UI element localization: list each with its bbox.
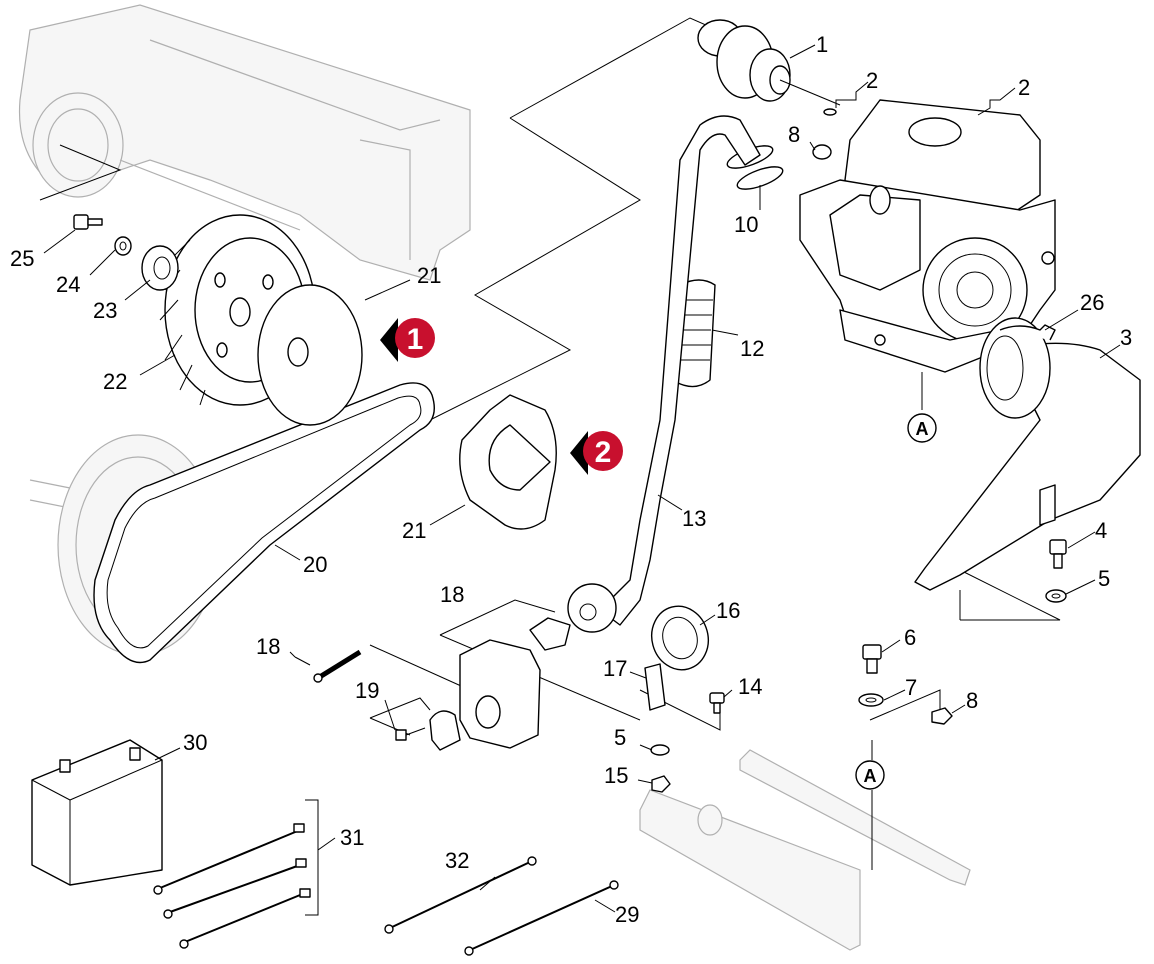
label-3: 3 <box>1120 325 1132 350</box>
label-21-lower: 21 <box>402 518 426 543</box>
marker-1-label: 1 <box>407 323 424 356</box>
ref-a-engine-label: A <box>916 419 929 439</box>
part-6-bolt <box>862 644 882 674</box>
part-21-shim-lower <box>459 394 557 530</box>
label-20: 20 <box>303 552 327 577</box>
marker-arrow-2: 2 <box>570 431 623 475</box>
label-19: 19 <box>355 678 379 703</box>
part-8-nut-top <box>812 144 832 160</box>
part-4-bolt <box>1049 539 1067 569</box>
housing-ghost <box>18 4 471 281</box>
label-18-upper: 18 <box>440 582 464 607</box>
ref-a-frame: A <box>855 760 885 790</box>
label-32: 32 <box>445 848 469 873</box>
part-18-muffler <box>459 639 541 749</box>
label-5-right: 5 <box>1098 566 1110 591</box>
part-10-gaskets <box>726 145 784 190</box>
label-5-left: 5 <box>614 725 626 750</box>
part-3-belt-guard <box>914 317 1141 591</box>
callout-leaders <box>43 44 1121 913</box>
ref-a-frame-label: A <box>864 766 877 786</box>
ref-a-engine: A <box>907 413 937 443</box>
part-labels: 1 2 2 3 4 5 5 6 7 8 8 10 12 13 14 15 16 … <box>10 32 1132 927</box>
label-2-shaft-key: 2 <box>866 68 878 93</box>
label-10: 10 <box>734 212 758 237</box>
label-7: 7 <box>905 675 917 700</box>
label-29: 29 <box>615 902 639 927</box>
label-6: 6 <box>904 625 916 650</box>
label-31: 31 <box>340 825 364 850</box>
label-23: 23 <box>93 298 117 323</box>
part-20-v-belt <box>93 382 435 664</box>
part-30-battery <box>31 739 163 886</box>
part-19-heat-shield <box>395 710 461 751</box>
label-30: 30 <box>183 730 207 755</box>
part-5-washer-left <box>650 744 670 756</box>
marker-2-label: 2 <box>595 436 612 469</box>
label-18-lower: 18 <box>256 634 280 659</box>
part-13-exhaust-pipe <box>599 115 761 626</box>
part-16-gasket <box>651 605 709 671</box>
marker-arrow-1: 1 <box>380 318 435 362</box>
label-2-engine: 2 <box>1018 75 1030 100</box>
part-5-washer-right <box>1045 589 1067 603</box>
part-8-nut-bottom <box>931 707 953 725</box>
part-23-bearing <box>141 245 179 291</box>
part-21-disc-upper <box>257 284 363 426</box>
engine <box>799 99 1056 373</box>
label-26: 26 <box>1080 290 1104 315</box>
label-15: 15 <box>604 763 628 788</box>
label-24: 24 <box>56 272 80 297</box>
label-12: 12 <box>740 336 764 361</box>
label-4: 4 <box>1095 518 1107 543</box>
label-22: 22 <box>103 369 127 394</box>
part-1-coupling <box>697 19 841 116</box>
part-15-nut <box>651 775 671 793</box>
frame-ghost <box>639 749 971 951</box>
label-13: 13 <box>682 506 706 531</box>
part-18-flange <box>529 583 617 651</box>
label-25: 25 <box>10 246 34 271</box>
part-14-screw <box>709 692 725 714</box>
part-17-bracket <box>644 663 666 711</box>
label-21-upper: 21 <box>417 263 441 288</box>
part-7-washer <box>858 693 884 707</box>
label-8-top: 8 <box>788 122 800 147</box>
part-29-cable <box>464 880 619 956</box>
label-8-bottom: 8 <box>966 688 978 713</box>
part-31-cables <box>153 799 319 949</box>
part-26-clamp <box>999 324 1056 341</box>
part-25-screw <box>73 214 103 230</box>
part-18-stud <box>313 649 362 683</box>
label-14: 14 <box>738 674 762 699</box>
label-17: 17 <box>603 656 627 681</box>
label-1: 1 <box>816 32 828 57</box>
part-32-cable <box>384 856 537 934</box>
part-24-washer <box>114 236 132 256</box>
label-16: 16 <box>716 598 740 623</box>
